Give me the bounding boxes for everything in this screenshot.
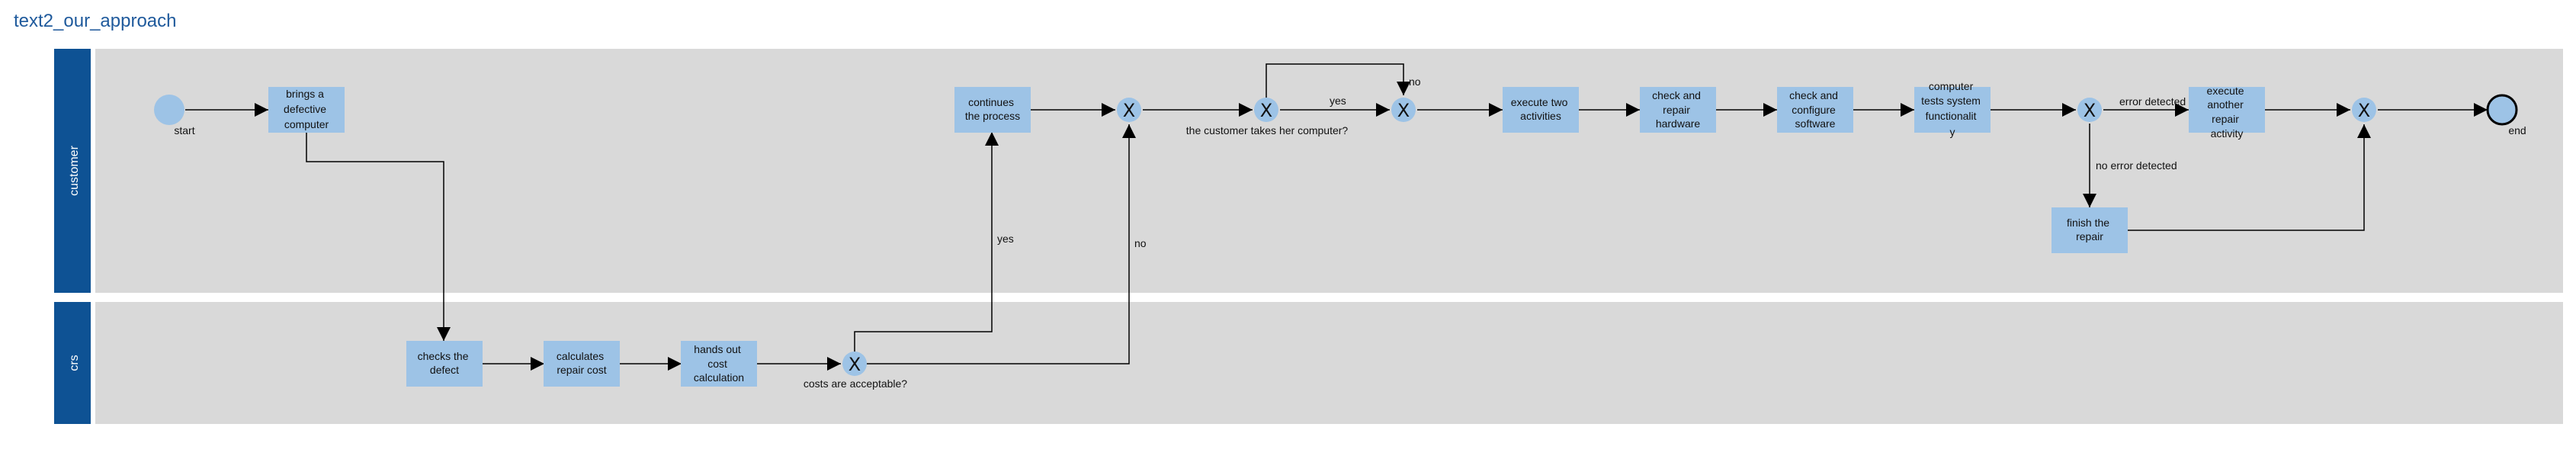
task-continues-line-1: continues [968, 96, 1014, 108]
diagram-title: text2_our_approach [14, 11, 177, 31]
task-checks-line-2: defect [430, 364, 459, 376]
task-checks: checks the defect [406, 341, 483, 387]
task-checks-line-1: checks the [418, 350, 469, 362]
task-check-hardware-line-3: hardware [1656, 117, 1701, 130]
task-brings: brings a defective computer [268, 87, 345, 133]
end-event [2486, 94, 2518, 126]
task-execute-two: execute two activities [1503, 87, 1579, 133]
gateway-merge-2-symbol: X [1397, 100, 1410, 121]
lane-customer: customer [54, 49, 2563, 293]
svg-text:check and configure: check and configure software [1789, 89, 1841, 130]
edge-label-no-2: no [1409, 75, 1421, 88]
task-execute-another: execute another repair activity [2189, 85, 2265, 140]
edge-takes-gw4-no [1266, 63, 1410, 98]
lane-customer-label: customer [68, 145, 81, 195]
task-finish-line-1: finish the [2067, 217, 2109, 229]
task-brings-line-1: brings a [286, 88, 324, 100]
edge-costs-continues [854, 132, 999, 353]
task-check-hardware-line-2: repair [1663, 104, 1690, 116]
lane-crs-body [95, 302, 2563, 424]
edge-label-yes-2: yes [1330, 95, 1346, 107]
gateway-error: X [2077, 98, 2102, 122]
task-check-software: check and configure software [1777, 87, 1853, 133]
task-tests-line-3: functionalit [1926, 110, 1977, 122]
edge-finish-gw6 [2128, 124, 2371, 231]
task-execute-two-line-2: activities [1520, 110, 1561, 122]
gateway-merge-3: X [2352, 98, 2376, 122]
task-execute-two-line-1: execute two [1511, 96, 1568, 108]
edge-label-error: error detected [2119, 95, 2186, 108]
gateway-costs-label: costs are acceptable? [804, 377, 907, 390]
edge-label-no-1: no [1134, 237, 1147, 249]
task-check-software-line-2: configure [1792, 104, 1836, 116]
task-continues-line-2: the process [965, 110, 1020, 122]
task-tests-line-4: y [1950, 126, 1955, 138]
task-calculates-line-1: calculates [557, 350, 604, 362]
lane-crs-band [54, 302, 91, 424]
svg-text:execute another re: execute another repair activity [2207, 85, 2247, 140]
lane-crs-label: crs [68, 355, 81, 371]
task-calculates-line-2: repair cost [557, 364, 606, 376]
task-brings-line-2: defective [284, 103, 326, 115]
start-event [154, 95, 184, 125]
task-tests: computer tests system functionalit y [1914, 80, 1991, 138]
edge-brings-checks [306, 133, 451, 341]
gateway-costs: X [842, 352, 867, 376]
lane-customer-body [95, 49, 2563, 293]
task-check-hardware-line-1: check and [1652, 89, 1701, 101]
lane-crs: crs [54, 302, 2563, 424]
task-continues: continues the process [954, 87, 1031, 133]
task-handsout-line-2: cost [707, 358, 727, 370]
end-label: end [2508, 124, 2526, 136]
svg-text:continues the process: continues the process [965, 96, 1020, 122]
task-tests-line-1: computer [1929, 80, 1974, 92]
task-check-software-line-1: check and [1789, 89, 1838, 101]
task-calculates: calculates repair cost [544, 341, 620, 387]
task-execute-another-line-2: another [2207, 98, 2244, 111]
task-execute-another-line-3: repair [2212, 113, 2239, 125]
gateway-merge-3-symbol: X [2358, 100, 2370, 121]
edge-label-yes-1: yes [997, 233, 1014, 245]
task-handsout: hands out cost calculation [681, 341, 757, 387]
gateway-merge-1-symbol: X [1123, 100, 1135, 121]
edges [185, 63, 2488, 371]
svg-text:check and repair h: check and repair hardware [1652, 89, 1704, 130]
gateway-takes-symbol: X [1260, 100, 1272, 121]
svg-text:checks the defect: checks the defect [418, 350, 472, 376]
task-tests-line-2: tests system [1921, 95, 1981, 107]
gateway-merge-2: X [1391, 98, 1416, 122]
task-handsout-line-3: calculation [694, 371, 744, 384]
svg-text:brings a defective: brings a defective computer [284, 88, 329, 130]
svg-text:computer tests system: computer tests system functionalit y [1921, 80, 1984, 138]
gateway-takes-label: the customer takes her computer? [1186, 124, 1349, 136]
task-execute-another-line-1: execute [2207, 85, 2244, 97]
svg-text:finish the repair: finish the repair [2067, 217, 2112, 242]
task-finish-line-2: repair [2076, 230, 2103, 242]
gateway-merge-1: X [1117, 98, 1141, 122]
svg-text:hands out cost cal: hands out cost calculation [694, 343, 744, 384]
task-brings-line-3: computer [284, 118, 329, 130]
task-handsout-line-1: hands out [694, 343, 741, 355]
gateway-costs-symbol: X [849, 354, 861, 375]
gateway-takes: X [1254, 98, 1278, 122]
gateway-error-symbol: X [2084, 100, 2096, 121]
lane-customer-band [54, 49, 91, 293]
edge-costs-gw2 [867, 124, 1136, 364]
svg-text:execute two activities: execute two activities [1511, 96, 1571, 122]
start-label: start [174, 124, 194, 136]
svg-text:calculates repair cost: calculates repair cost [557, 350, 607, 376]
task-check-hardware: check and repair hardware [1640, 87, 1716, 133]
task-check-software-line-3: software [1795, 117, 1836, 130]
task-execute-another-line-4: activity [2211, 127, 2244, 140]
task-finish: finish the repair [2051, 207, 2128, 253]
edge-label-no-error: no error detected [2096, 159, 2177, 172]
